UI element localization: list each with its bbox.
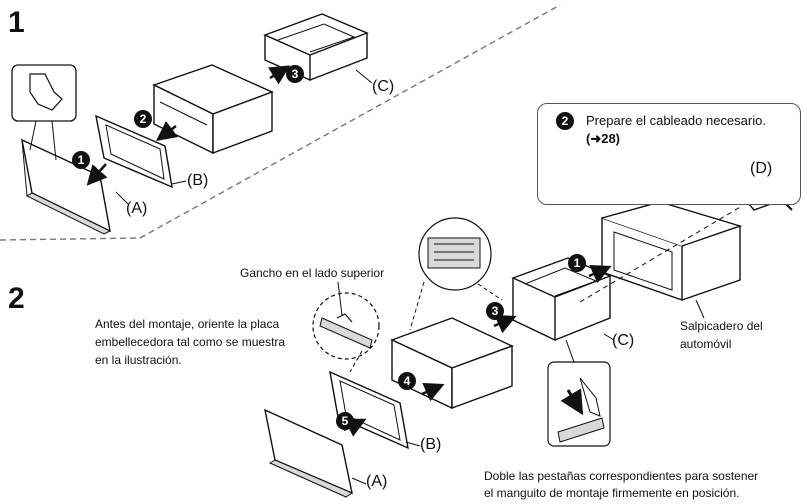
step2-label-c: (C) <box>612 332 635 349</box>
step2-trim-plate-b <box>329 370 409 450</box>
step2-dashboard <box>601 201 743 319</box>
leader-b2 <box>405 441 421 447</box>
step2-wiring-line <box>579 205 743 303</box>
dashboard-note-line1: Salpicadero del <box>680 319 763 333</box>
step2-marker-3: 3 <box>486 302 504 320</box>
step-1-number: 1 <box>8 6 25 39</box>
leader-c1 <box>355 69 373 84</box>
step2-interior-callout <box>409 217 503 331</box>
bend-note-line1: Doble las pestañas correspondientes para… <box>484 469 759 483</box>
step2-hook-callout <box>312 281 380 373</box>
step1-marker-1: 1 <box>72 151 90 169</box>
step2-unit-box <box>390 317 514 410</box>
step2-marker-5: 5 <box>336 412 354 430</box>
wiring-note-box <box>537 103 801 205</box>
step2-tab-bend-callout <box>547 339 611 447</box>
leader-c2 <box>603 333 615 341</box>
hook-note: Gancho en el lado superior <box>240 266 385 280</box>
orient-note-line2: embellecedora tal como se muestra <box>95 335 286 349</box>
step1-callout-hand <box>11 64 77 161</box>
orient-note-line1: Antes del montaje, oriente la placa <box>95 317 280 331</box>
bend-note-line2: el manguito de montaje firmemente en pos… <box>484 486 740 500</box>
step2-marker-4: 4 <box>398 372 416 390</box>
step2-marker-1: 1 <box>568 254 586 272</box>
step1-arrows <box>86 65 291 186</box>
step2-sleeve-c <box>511 257 612 342</box>
orient-note-line3: en la ilustración. <box>95 353 182 367</box>
wiring-note-line2: (➜28) <box>586 131 621 146</box>
step1-trim-plate-b <box>95 114 173 189</box>
leader-b1 <box>171 180 187 185</box>
label-d: (D) <box>750 160 773 177</box>
step1-marker-3: 3 <box>286 65 304 83</box>
step2-label-a: (A) <box>366 473 388 490</box>
step2-label-b: (B) <box>420 436 442 453</box>
leader-a1 <box>115 191 129 205</box>
step1-marker-2: 2 <box>134 110 152 128</box>
step1-label-b: (B) <box>187 172 209 189</box>
step1-unit-box <box>152 64 274 155</box>
wiring-note-line1: Prepare el cableado necesario. <box>586 113 766 128</box>
step2-faceplate-a <box>264 408 354 498</box>
wiring-marker-2: 2 <box>556 112 574 130</box>
step1-faceplate-a <box>21 138 112 235</box>
step-divider <box>0 4 561 241</box>
step-2-number: 2 <box>8 282 25 315</box>
step2-arrows <box>343 264 612 437</box>
step1-label-a: (A) <box>126 200 148 217</box>
dashboard-note-line2: automóvil <box>680 337 732 351</box>
step1-label-c: (C) <box>372 78 395 95</box>
leader-a2 <box>351 477 367 485</box>
